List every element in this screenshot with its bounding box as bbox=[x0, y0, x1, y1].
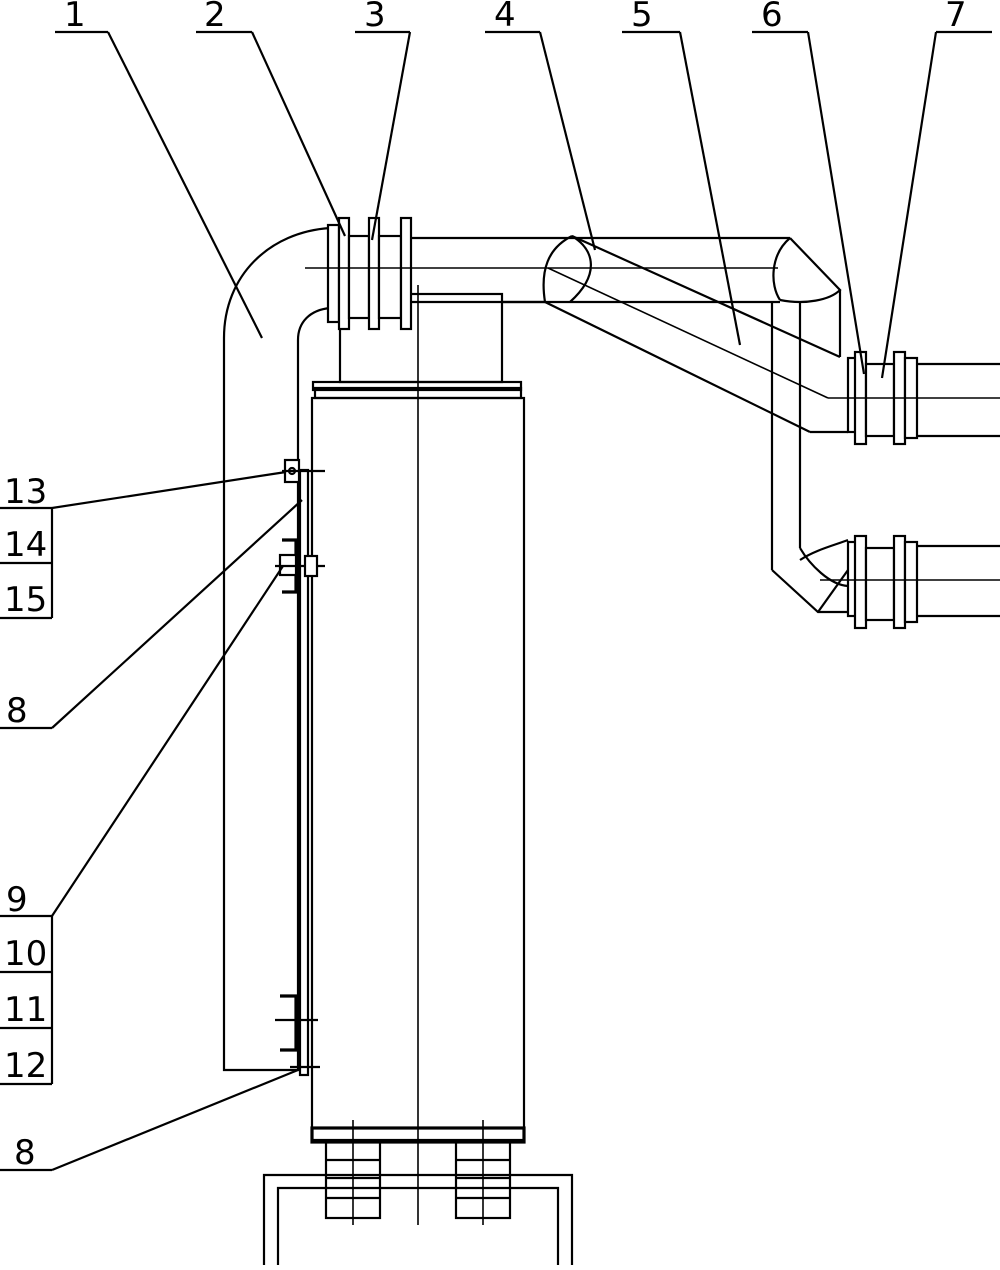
pipe-5 bbox=[544, 234, 848, 434]
callout-1-label: 1 bbox=[64, 0, 86, 35]
callout-13-label: 13 bbox=[4, 472, 47, 512]
callout-15-label: 15 bbox=[4, 580, 47, 620]
side-bracket bbox=[275, 458, 325, 1077]
callout-8-lower-label: 8 bbox=[14, 1133, 36, 1173]
right-riser bbox=[770, 302, 849, 614]
callout-2-label: 2 bbox=[204, 0, 226, 35]
base-frame bbox=[262, 1120, 574, 1265]
callouts-left-9-12: 9 10 11 12 bbox=[0, 565, 284, 1086]
callout-10-label: 10 bbox=[4, 934, 47, 974]
pipe-1-bend bbox=[222, 226, 331, 1072]
flange-group-lower bbox=[846, 534, 1000, 630]
callouts-top: 1 2 3 4 5 6 7 bbox=[55, 0, 992, 379]
callout-5-label: 5 bbox=[631, 0, 653, 35]
callout-9-label: 9 bbox=[6, 880, 28, 920]
callout-8-upper-label: 8 bbox=[6, 691, 28, 731]
callout-12-label: 12 bbox=[4, 1046, 47, 1086]
callout-3-label: 3 bbox=[364, 0, 386, 35]
callouts-left-13-15: 13 14 15 bbox=[0, 470, 287, 620]
center-lines bbox=[305, 267, 1000, 1225]
top-plate bbox=[311, 292, 523, 392]
pipe-4 bbox=[411, 235, 842, 304]
callout-11-label: 11 bbox=[4, 990, 47, 1030]
callout-14-label: 14 bbox=[4, 525, 47, 565]
callout-6-label: 6 bbox=[761, 0, 783, 35]
top-flanges bbox=[326, 216, 413, 331]
callout-4-label: 4 bbox=[494, 0, 516, 35]
callout-8-upper: 8 bbox=[0, 499, 303, 731]
callout-7-label: 7 bbox=[945, 0, 967, 35]
callout-8-lower: 8 bbox=[0, 1068, 299, 1173]
